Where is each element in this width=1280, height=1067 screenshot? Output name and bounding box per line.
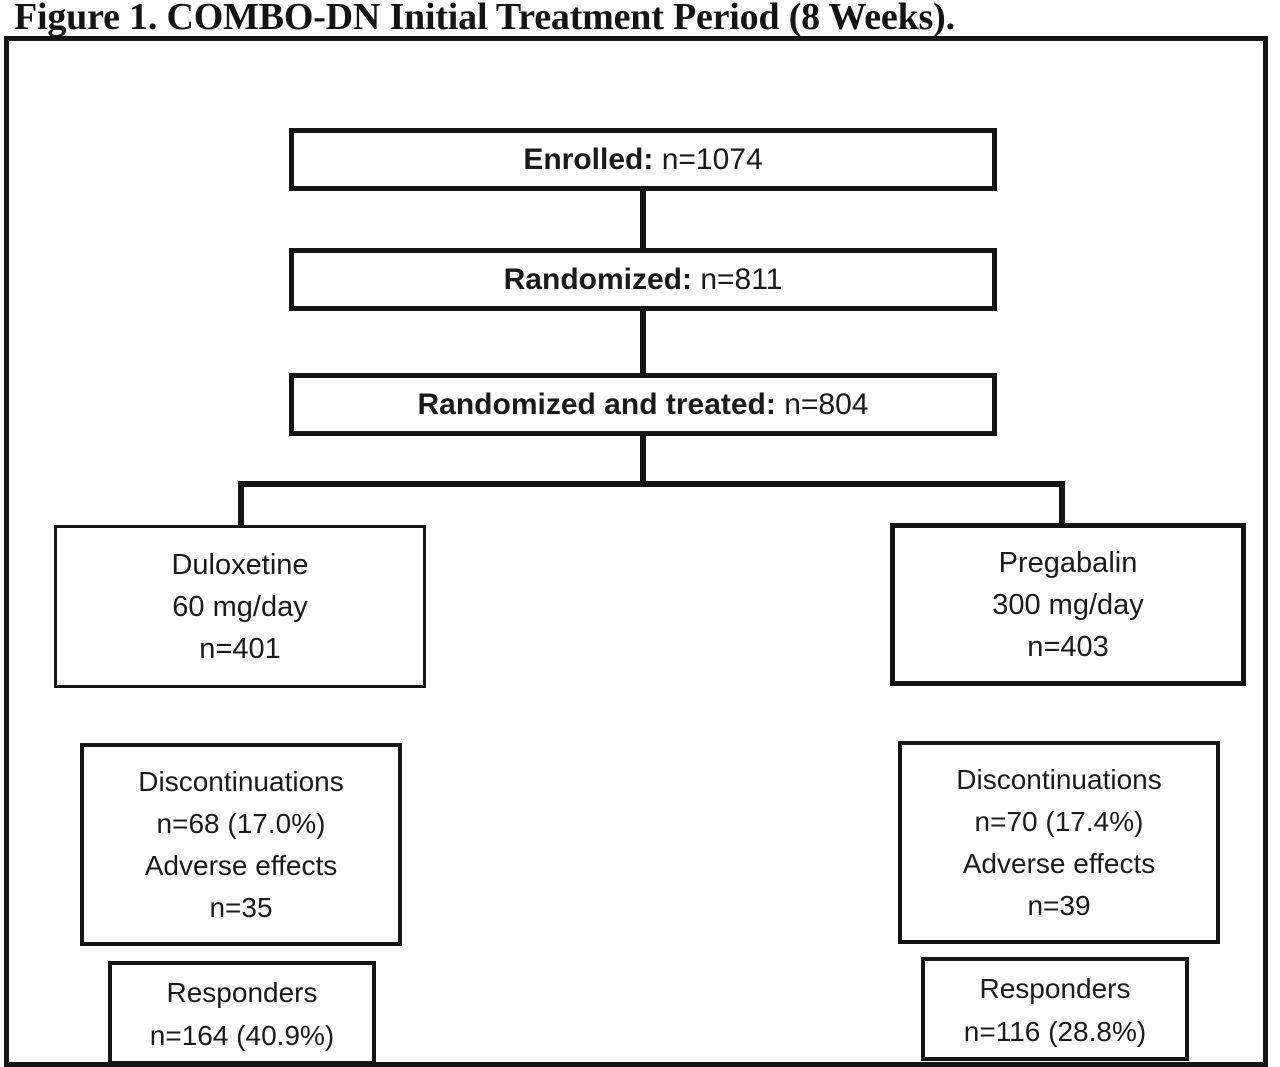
node-enrolled: Enrolled: n=1074 <box>289 128 997 191</box>
node-discontinuations-duloxetine: Discontinuations n=68 (17.0%) Adverse ef… <box>80 743 402 946</box>
resp-left-heading: Responders <box>166 977 318 1008</box>
node-duloxetine-dose: 60 mg/day <box>172 590 308 623</box>
node-pregabalin-drug: Pregabalin <box>998 546 1138 579</box>
figure-frame-right-rule <box>1263 36 1268 1067</box>
node-randomized-and-treated: Randomized and treated: n=804 <box>289 373 997 436</box>
node-duloxetine-n: n=401 <box>199 632 281 665</box>
figure-title: Figure 1. COMBO-DN Initial Treatment Per… <box>14 0 955 38</box>
figure-frame-top-rule <box>4 36 1268 41</box>
disc-right-reason-count: n=39 <box>1027 889 1091 921</box>
node-discontinuations-pregabalin: Discontinuations n=70 (17.4%) Adverse ef… <box>898 741 1220 944</box>
node-pregabalin-n: n=403 <box>1027 630 1109 663</box>
node-treated-label: Randomized and treated: <box>417 387 776 421</box>
connector-split-bar <box>238 481 1065 487</box>
figure-frame-bottom-rule <box>4 1062 1268 1067</box>
node-treated-value: n=804 <box>784 387 869 421</box>
node-treated-text: Randomized and treated: n=804 <box>418 388 869 422</box>
node-enrolled-value: n=1074 <box>661 142 763 176</box>
resp-left-count: n=164 (40.9%) <box>149 1020 335 1051</box>
disc-right-count: n=70 (17.4%) <box>974 805 1144 837</box>
node-randomized-text: Randomized: n=811 <box>504 263 783 297</box>
node-enrolled-label: Enrolled: <box>523 142 654 176</box>
connector-randomized-to-treated <box>640 310 646 375</box>
connector-treated-stem <box>640 435 646 485</box>
node-responders-pregabalin: Responders n=116 (28.8%) <box>921 957 1189 1061</box>
node-randomized: Randomized: n=811 <box>289 248 997 311</box>
disc-left-reason: Adverse effects <box>144 849 338 881</box>
connector-drop-to-duloxetine <box>238 481 244 529</box>
resp-right-count: n=116 (28.8%) <box>963 1016 1147 1047</box>
disc-left-count: n=68 (17.0%) <box>156 807 326 839</box>
node-enrolled-text: Enrolled: n=1074 <box>523 143 762 177</box>
node-responders-duloxetine: Responders n=164 (40.9%) <box>108 961 376 1065</box>
node-duloxetine-drug: Duloxetine <box>171 548 309 581</box>
resp-right-heading: Responders <box>979 973 1131 1004</box>
node-duloxetine-arm: Duloxetine 60 mg/day n=401 <box>54 525 426 688</box>
connector-drop-to-pregabalin <box>1059 481 1065 527</box>
node-pregabalin-arm: Pregabalin 300 mg/day n=403 <box>890 523 1246 686</box>
figure-frame-left-rule <box>4 36 9 1067</box>
node-randomized-value: n=811 <box>700 262 783 296</box>
disc-left-reason-count: n=35 <box>209 891 273 923</box>
connector-enrolled-to-randomized <box>640 190 646 250</box>
disc-left-heading: Discontinuations <box>138 765 344 797</box>
node-pregabalin-dose: 300 mg/day <box>992 588 1144 621</box>
disc-right-reason: Adverse effects <box>962 847 1156 879</box>
disc-right-heading: Discontinuations <box>956 763 1162 795</box>
node-randomized-label: Randomized: <box>503 262 692 296</box>
